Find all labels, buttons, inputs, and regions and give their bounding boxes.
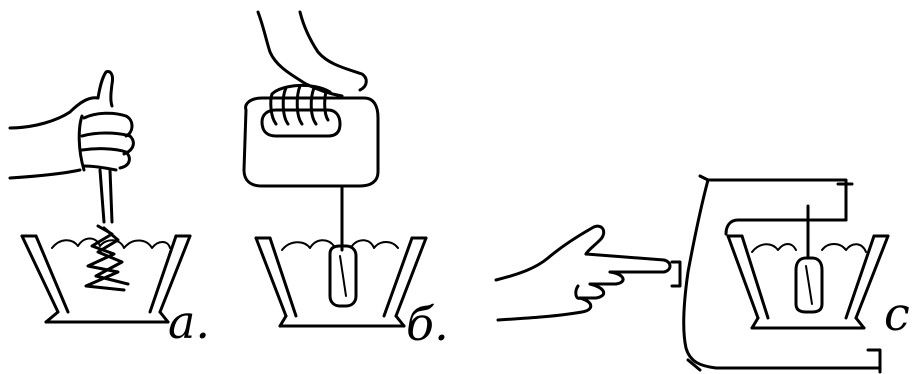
whisk-handle-a xyxy=(100,170,112,222)
mixer-stand-c xyxy=(684,176,880,372)
arm-b xyxy=(258,12,366,96)
panel-c-stand-mixer: c xyxy=(496,176,910,372)
panel-b-hand-mixer: б. xyxy=(244,12,449,351)
whisk-head-a xyxy=(86,226,128,290)
pointing-hand-c xyxy=(496,226,670,320)
panel-b-label: б. xyxy=(406,297,449,351)
panel-a-label: a. xyxy=(168,295,210,349)
beater-c xyxy=(796,206,822,312)
beater-head-b xyxy=(330,246,356,306)
fist-a xyxy=(79,72,133,171)
bowl-b xyxy=(256,238,426,326)
power-button-c xyxy=(672,262,680,286)
panel-a-hand-whisk: a. xyxy=(10,72,210,350)
panel-c-label: c xyxy=(884,287,910,341)
